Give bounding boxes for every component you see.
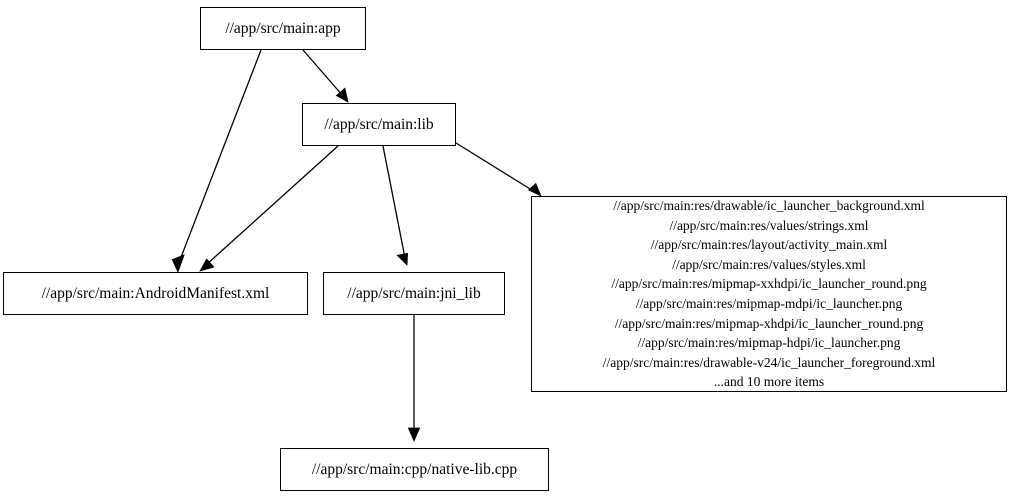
edge-line [302,49,344,97]
graph-node-label: //app/src/main:jni_lib [347,284,481,302]
graph-node-label: //app/src/main:cpp/native-lib.cpp [311,460,518,478]
edge-line [455,142,536,193]
graph-edge [382,145,409,266]
graph-node-jni_lib[interactable]: //app/src/main:jni_lib [323,272,505,315]
graph-node-lib[interactable]: //app/src/main:lib [302,103,456,146]
edge-arrowhead-icon [171,254,185,274]
graph-edge [455,142,542,197]
graph-node-resources[interactable]: //app/src/main:res/drawable/ic_launcher_… [531,196,1007,392]
graph-node-manifest[interactable]: //app/src/main:AndroidManifest.xml [3,272,308,315]
graph-edge [171,49,262,274]
edge-line [205,145,339,266]
graph-edge [199,145,339,272]
edge-arrowhead-icon [527,182,542,197]
graph-edge [407,315,421,443]
edge-arrowhead-icon [407,427,421,443]
graph-node-app[interactable]: //app/src/main:app [200,7,366,50]
graph-node-native_lib[interactable]: //app/src/main:cpp/native-lib.cpp [280,448,549,491]
edge-line [177,49,262,266]
graph-node-label: //app/src/main:AndroidManifest.xml [41,284,270,302]
edge-line [382,145,406,259]
graph-node-label: //app/src/main:lib [324,115,434,133]
edge-arrowhead-icon [335,87,349,103]
graph-edge [302,49,349,103]
edge-arrowhead-icon [199,258,215,272]
edge-arrowhead-icon [396,252,409,266]
graph-node-label: //app/src/main:res/drawable/ic_launcher_… [602,198,936,390]
graph-node-label: //app/src/main:app [225,19,341,37]
